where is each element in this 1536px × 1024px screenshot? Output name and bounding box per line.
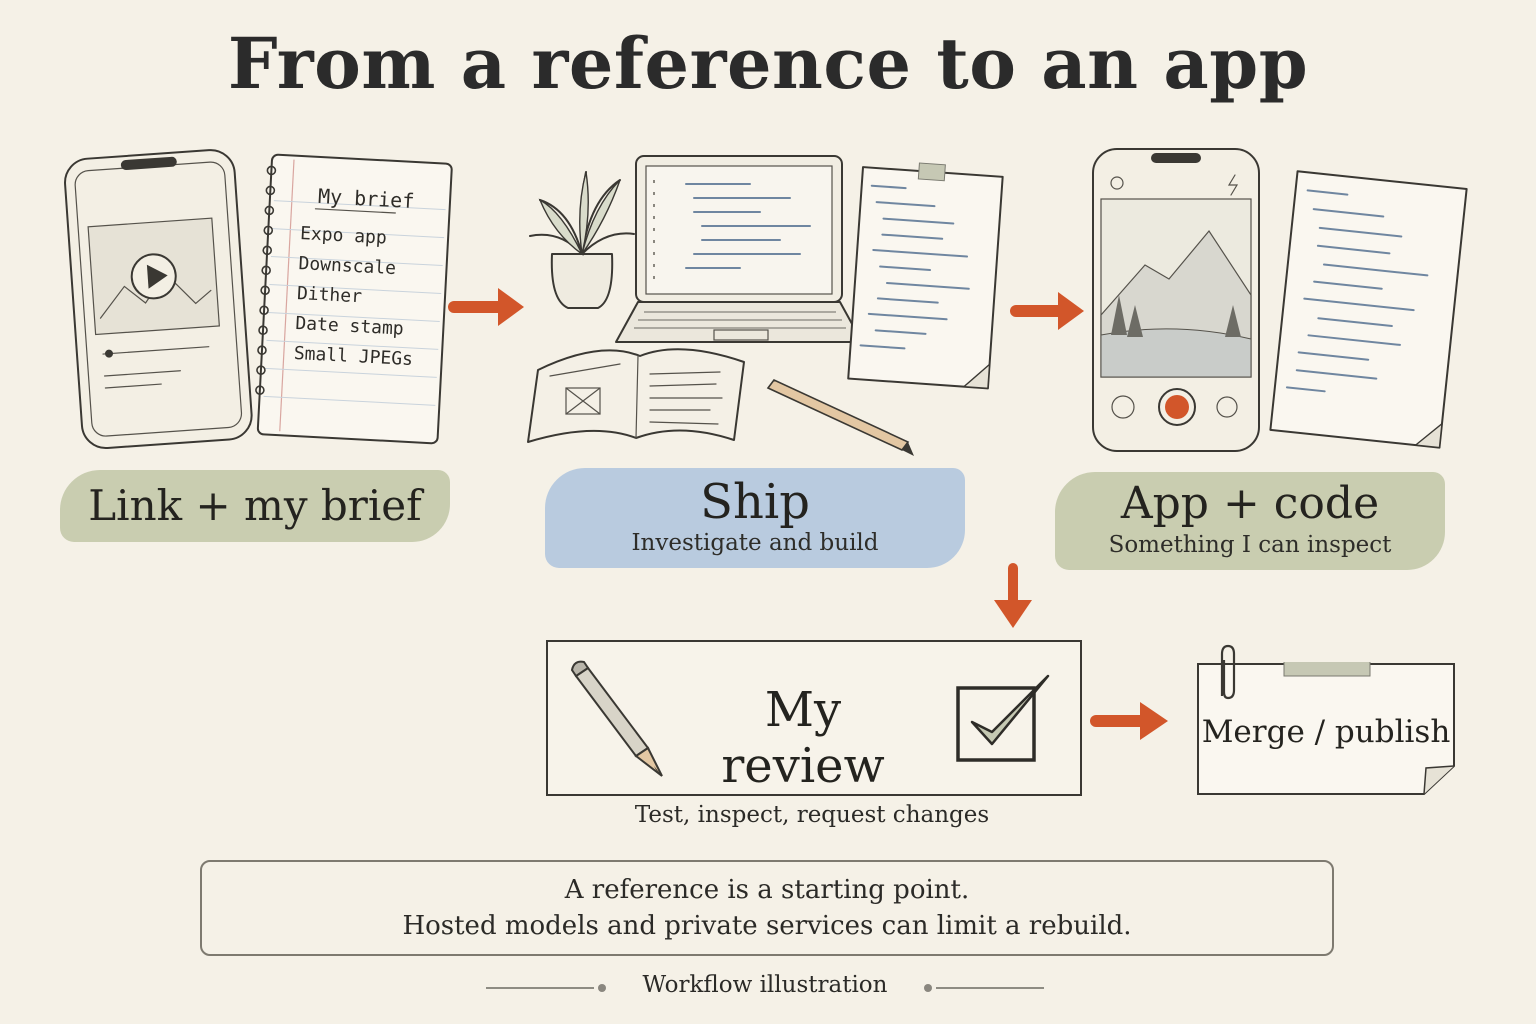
stage-title: App + code — [1120, 478, 1380, 529]
stage-title: Ship — [700, 474, 810, 530]
note-box: A reference is a starting point. Hosted … — [200, 860, 1334, 956]
arrow-down-icon — [994, 563, 1032, 628]
brief-item: Expo app — [300, 223, 388, 249]
laptop-icon — [615, 155, 863, 343]
brief-item: Dither — [296, 283, 362, 307]
phone-icon — [64, 149, 253, 450]
note-line-1: A reference is a starting point. — [564, 875, 970, 905]
brief-item: Downscale — [298, 253, 397, 279]
stage-ship-illustration — [527, 155, 1004, 456]
footer-caption: Workflow illustration — [642, 972, 888, 998]
divider — [486, 984, 606, 992]
code-sheet-icon — [847, 162, 1004, 390]
stage-link-illustration: My brief Expo app Downscale Dither Date … — [64, 149, 453, 450]
publish-card: Merge / publish — [1196, 644, 1456, 796]
mountain-photo-icon — [1100, 229, 1252, 378]
stage-subtitle: Something I can inspect — [1108, 532, 1392, 558]
camera-phone-icon — [1092, 148, 1260, 452]
arrow-right-icon — [448, 288, 524, 326]
review-box: My review — [546, 640, 1082, 796]
notebook-icon: My brief Expo app Downscale Dither Date … — [255, 153, 453, 445]
note-card-icon — [1197, 662, 1455, 795]
review-caption: Test, inspect, request changes — [634, 802, 990, 828]
pencil-icon — [766, 379, 914, 456]
paperclip-icon — [1220, 644, 1236, 700]
stage-subtitle: Investigate and build — [631, 530, 879, 556]
review-title: My review — [721, 682, 885, 794]
code-sheet-icon — [1269, 170, 1468, 449]
stage-title: Link + my brief — [88, 481, 422, 530]
stage-label-app: App + code Something I can inspect — [1055, 472, 1445, 570]
page-title: From a reference to an app — [227, 22, 1309, 105]
stage-label-link: Link + my brief — [60, 470, 450, 542]
play-icon — [146, 264, 168, 289]
stage-label-ship: Ship Investigate and build — [545, 468, 965, 568]
checkbox-icon — [956, 674, 1050, 762]
book-icon — [527, 348, 745, 443]
note-line-2: Hosted models and private services can l… — [402, 911, 1132, 941]
arrow-right-icon — [1090, 702, 1168, 740]
brief-heading: My brief — [318, 184, 415, 213]
plant-icon — [529, 171, 635, 309]
pencil-icon — [570, 660, 663, 777]
publish-label: Merge / publish — [1201, 714, 1451, 750]
divider — [924, 984, 1044, 992]
arrow-right-icon — [1010, 292, 1084, 330]
stage-app-illustration — [1092, 148, 1468, 452]
